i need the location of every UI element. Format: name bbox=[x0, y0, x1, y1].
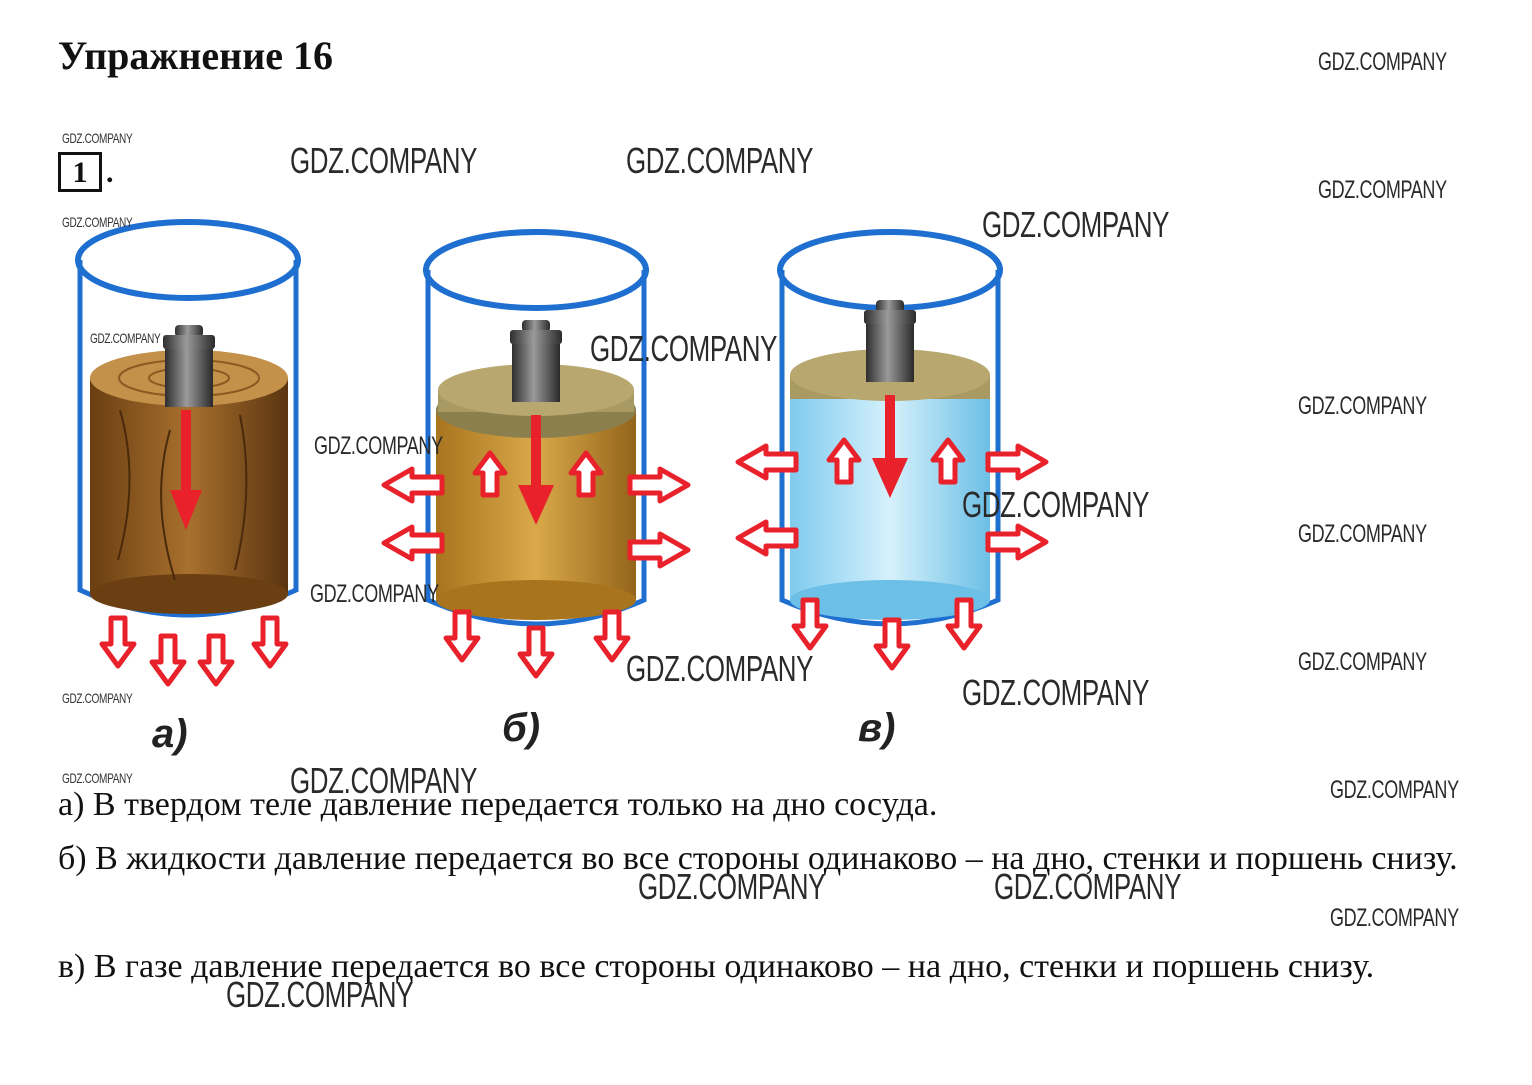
watermark: GDZ.COMPANY bbox=[314, 432, 443, 460]
watermark: GDZ.COMPANY bbox=[1330, 904, 1459, 932]
answer-b: б) В жидкости давление передается во все… bbox=[58, 840, 1458, 877]
label-c: в) bbox=[858, 706, 896, 750]
task-number: 1 bbox=[58, 152, 102, 192]
watermark: GDZ.COMPANY bbox=[962, 484, 1150, 525]
vessel-liquid bbox=[423, 229, 649, 627]
pressure-figure bbox=[75, 219, 1532, 780]
watermark: GDZ.COMPANY bbox=[310, 580, 439, 608]
watermark: GDZ.COMPANY bbox=[1318, 48, 1447, 76]
watermark: GDZ.COMPANY bbox=[962, 672, 1150, 713]
watermark: GDZ.COMPANY bbox=[1298, 520, 1427, 548]
watermark: GDZ.COMPANY bbox=[62, 214, 133, 230]
watermark: GDZ.COMPANY bbox=[590, 328, 778, 369]
watermark: GDZ.COMPANY bbox=[62, 130, 133, 146]
watermark: GDZ.COMPANY bbox=[290, 140, 478, 181]
vessel-gas bbox=[777, 229, 1003, 627]
answer-a: а) В твердом теле давление передается то… bbox=[58, 786, 938, 823]
watermark: GDZ.COMPANY bbox=[994, 866, 1182, 907]
watermark: GDZ.COMPANY bbox=[90, 330, 161, 346]
vessel-solid bbox=[75, 219, 301, 618]
watermark: GDZ.COMPANY bbox=[638, 866, 826, 907]
answer-c: в) В газе давление передается во все сто… bbox=[58, 948, 1375, 985]
task-number-dot: . bbox=[106, 156, 114, 189]
watermark: GDZ.COMPANY bbox=[1318, 176, 1447, 204]
watermark: GDZ.COMPANY bbox=[1298, 648, 1427, 676]
watermark: GDZ.COMPANY bbox=[1330, 776, 1459, 804]
watermark: GDZ.COMPANY bbox=[62, 770, 133, 786]
label-b: б) bbox=[502, 706, 541, 750]
label-a: а) bbox=[152, 712, 188, 756]
watermark: GDZ.COMPANY bbox=[626, 140, 814, 181]
watermark: GDZ.COMPANY bbox=[62, 690, 133, 706]
page-title: Упражнение 16 bbox=[58, 33, 334, 78]
watermark: GDZ.COMPANY bbox=[982, 204, 1170, 245]
watermark: GDZ.COMPANY bbox=[226, 974, 414, 1015]
watermark: GDZ.COMPANY bbox=[626, 648, 814, 689]
watermark: GDZ.COMPANY bbox=[290, 760, 478, 801]
watermark: GDZ.COMPANY bbox=[1298, 392, 1427, 420]
